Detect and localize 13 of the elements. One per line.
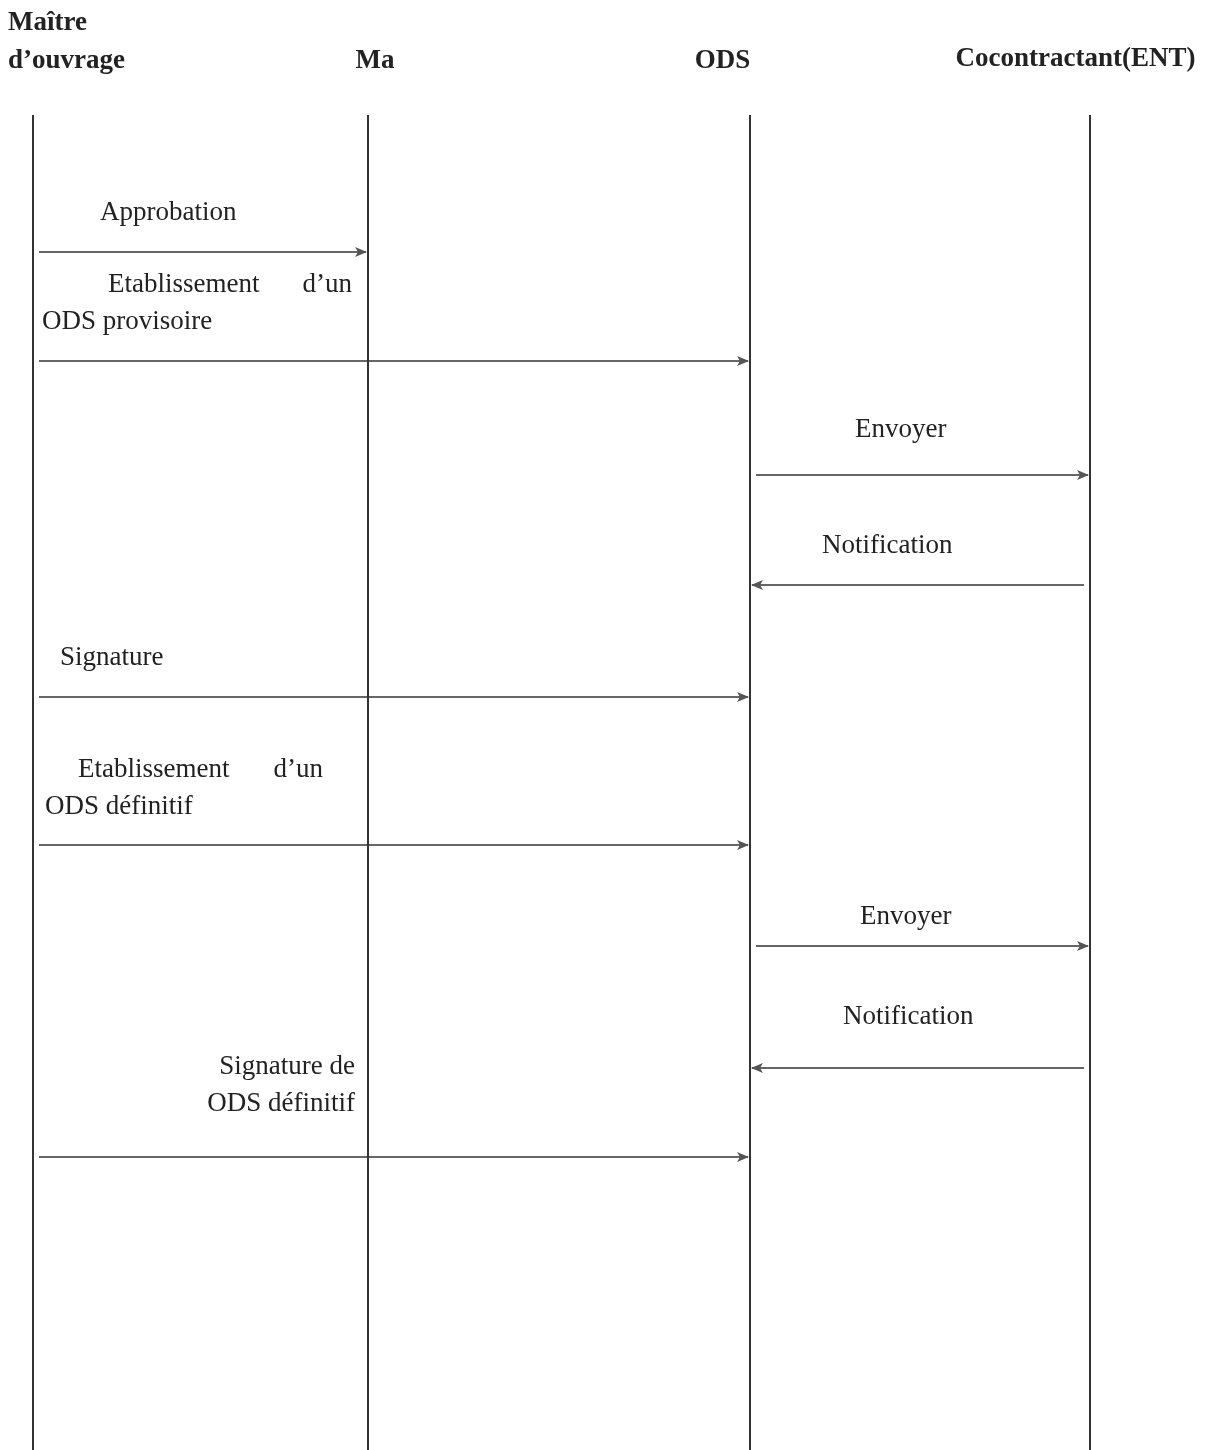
participant-label: Ma xyxy=(354,43,396,76)
participant-label: ODS xyxy=(693,43,752,76)
message-arrow xyxy=(38,840,749,850)
message-arrow xyxy=(38,1152,749,1162)
participant-label: Cocontractant(ENT) xyxy=(954,41,1197,74)
message-arrow xyxy=(38,356,749,366)
message-arrow xyxy=(751,1063,1085,1073)
participant-label: Maître d’ouvrage xyxy=(8,5,126,76)
message-arrow xyxy=(755,470,1089,480)
message-arrow xyxy=(38,692,749,702)
message-arrow xyxy=(38,247,367,257)
message-arrow xyxy=(755,941,1089,951)
message-arrow xyxy=(751,580,1085,590)
